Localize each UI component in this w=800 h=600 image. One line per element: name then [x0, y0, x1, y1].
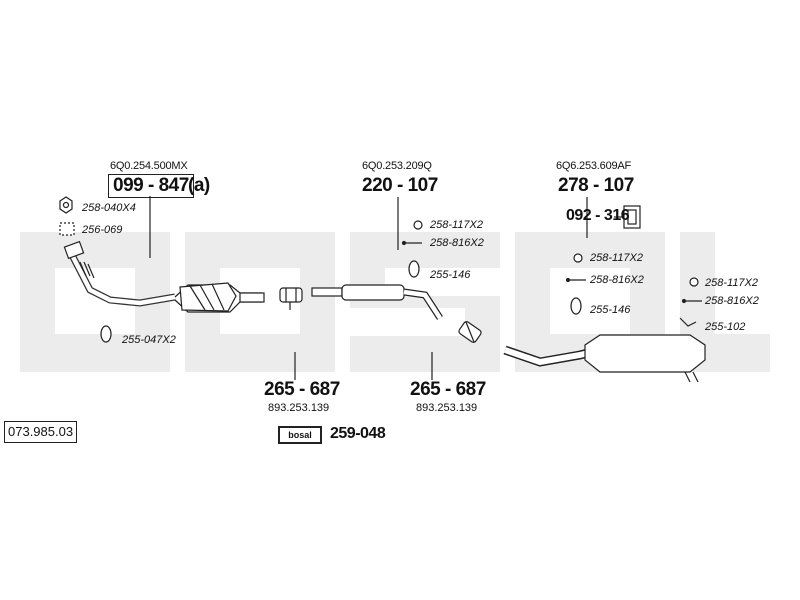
accessory-label: 258-816X2: [705, 295, 759, 307]
accessory-label: 258-816X2: [590, 274, 644, 286]
part-suffix: (a): [188, 175, 210, 196]
bracket-part-number: 092 - 316: [566, 207, 630, 224]
ring-icon: [573, 253, 583, 263]
ring-icon: [689, 277, 699, 287]
watermark-block: [350, 232, 500, 372]
kit-part-number: 259-048: [330, 425, 386, 442]
clamp-part-number: 265 - 687: [410, 379, 486, 400]
part-number: 099 - 847: [108, 174, 194, 198]
nut-icon: [59, 196, 73, 214]
kit-logo: bosal: [278, 426, 322, 444]
gasket-icon: [59, 222, 75, 236]
accessory-label: 258-117X2: [430, 219, 484, 231]
oe-number: 6Q6.253.609AF: [556, 160, 632, 172]
rubber-hanger-icon: [408, 260, 420, 278]
ring-icon: [413, 220, 423, 230]
rubber-hanger-icon: [570, 297, 582, 315]
accessory-label: 258-117X2: [705, 277, 759, 289]
accessory-label: 255-102: [705, 321, 746, 333]
part-number: 220 - 107: [362, 175, 438, 196]
accessory-label: 255-047X2: [122, 334, 176, 346]
accessory-label: 255-146: [590, 304, 631, 316]
pipe-clamp: [279, 287, 303, 310]
catalytic-converter: [174, 282, 265, 313]
bolt-head-icon: [401, 240, 407, 246]
front-pipe: [63, 240, 176, 307]
watermark-gap: [715, 232, 770, 334]
watermark-gap: [350, 308, 465, 336]
rear-silencer: [503, 334, 706, 383]
pipe-clamp: [458, 321, 482, 343]
rubber-hanger-icon: [100, 325, 112, 343]
clamp-part-number: 265 - 687: [264, 379, 340, 400]
hanger-bracket-icon: [679, 317, 697, 327]
accessory-label: 258-816X2: [430, 237, 484, 249]
clamp-oe-number: 893.253.139: [268, 402, 330, 414]
oe-number: 6Q0.253.209Q: [362, 160, 432, 172]
bolt-head-icon: [681, 298, 687, 304]
middle-silencer: [311, 284, 443, 320]
catalog-number: 073.985.03: [4, 421, 78, 443]
bracket: [623, 205, 641, 229]
nut-hole-icon: [62, 201, 70, 209]
watermark-gap: [550, 268, 630, 334]
accessory-label: 256-069: [82, 224, 123, 236]
accessory-label: 258-117X2: [590, 252, 644, 264]
accessory-label: 258-040X4: [82, 202, 136, 214]
bolt-head-icon: [565, 277, 571, 283]
clamp-oe-number: 893.253.139: [416, 402, 478, 414]
oe-number: 6Q0.254.500MX: [110, 160, 188, 172]
part-number: 278 - 107: [558, 175, 634, 196]
accessory-label: 255-146: [430, 269, 471, 281]
